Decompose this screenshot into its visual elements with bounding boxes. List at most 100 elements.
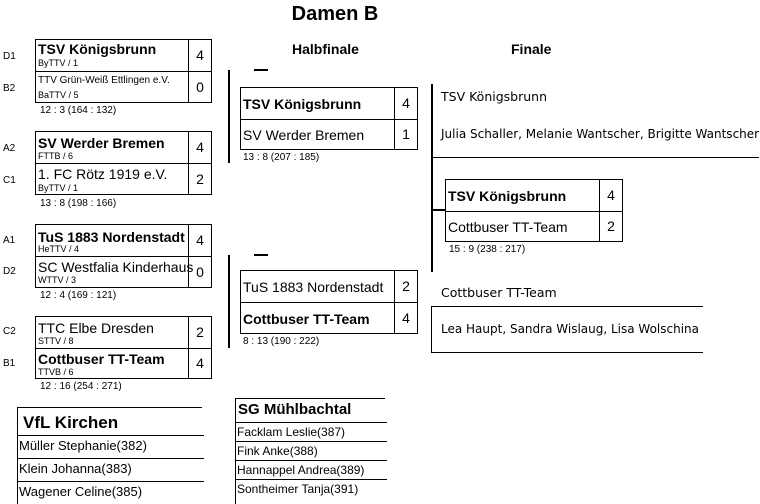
bracket-tick — [254, 254, 268, 256]
roster-table: SG Mühlbachtal Facklam Leslie(387) Fink … — [235, 398, 387, 504]
seed-label: A1 — [3, 235, 16, 246]
quarterfinal-match-1: TSV Königsbrunn ByTTV / 1 4 TTV Grün-Wei… — [35, 39, 212, 103]
team-name: TTC Elbe Dresden — [38, 320, 154, 336]
team-association: HeTTV / 4 — [38, 244, 80, 254]
page-title: Damen B — [291, 3, 379, 25]
team-row: TTV Grün-Weiß Ettlingen e.V. BaTTV / 5 0 — [36, 71, 211, 102]
team-name: TTV Grün-Weiß Ettlingen e.V. — [38, 75, 170, 86]
bracket-line — [431, 84, 433, 272]
finalist-players: Julia Schaller, Melanie Wantscher, Brigi… — [441, 127, 760, 141]
team-name: TSV Königsbrunn — [448, 188, 567, 204]
team-row: TTC Elbe Dresden STTV / 8 2 — [36, 317, 211, 348]
roster-player: Sontheimer Tanja(391) — [235, 479, 387, 499]
team-score: 4 — [188, 40, 211, 71]
quarterfinal-match-3: TuS 1883 Nordenstadt HeTTV / 4 4 SC West… — [35, 224, 212, 288]
team-score: 4 — [188, 225, 211, 256]
team-row: SC Westfalia Kinderhaus WTTV / 3 0 — [36, 256, 211, 287]
roster-player: Müller Stephanie(382) — [17, 435, 204, 456]
semifinal-match-2: TuS 1883 Nordenstadt 2 Cottbuser TT-Team… — [240, 270, 418, 334]
roster-player: Klein Johanna(383) — [17, 458, 204, 479]
finalist-divider — [431, 352, 703, 353]
team-association: BaTTV / 5 — [38, 90, 79, 100]
seed-label: C2 — [3, 326, 16, 337]
roster-left-border — [235, 398, 236, 504]
team-row: SV Werder Bremen FTTB / 6 4 — [36, 132, 211, 163]
team-score: 4 — [394, 88, 417, 119]
team-score: 1 — [394, 120, 417, 149]
roster-player: Wagener Celine(385) — [17, 481, 204, 502]
team-name: TSV Königsbrunn — [38, 41, 157, 57]
team-name: SV Werder Bremen — [243, 127, 365, 143]
seed-label: C1 — [3, 175, 16, 186]
team-name: TuS 1883 Nordenstadt — [38, 229, 185, 245]
bracket-line — [228, 255, 230, 348]
team-row: TuS 1883 Nordenstadt 2 — [241, 271, 417, 302]
team-name: Cottbuser TT-Team — [38, 351, 165, 367]
team-association: ByTTV / 1 — [38, 58, 79, 68]
team-name: Cottbuser TT-Team — [243, 311, 370, 327]
team-score: 2 — [599, 212, 622, 241]
match-result: 12 : 3 (164 : 132) — [40, 105, 117, 116]
quarterfinal-match-2: SV Werder Bremen FTTB / 6 4 1. FC Rötz 1… — [35, 131, 212, 195]
team-row: Cottbuser TT-Team 2 — [446, 211, 622, 241]
final-match: TSV Königsbrunn 4 Cottbuser TT-Team 2 — [445, 179, 623, 242]
team-score: 0 — [188, 72, 211, 102]
final-header: Finale — [511, 41, 552, 57]
roster-top-border — [235, 398, 385, 399]
match-result: 8 : 13 (190 : 222) — [243, 336, 320, 347]
seed-label: B1 — [3, 358, 16, 369]
team-row: SV Werder Bremen 1 — [241, 119, 417, 149]
seed-label: A2 — [3, 143, 16, 154]
team-row: TSV Königsbrunn ByTTV / 1 4 — [36, 40, 211, 71]
team-name: 1. FC Rötz 1919 e.V. — [38, 166, 168, 182]
team-score: 4 — [188, 349, 211, 378]
team-name: SC Westfalia Kinderhaus — [38, 259, 194, 275]
bracket-tick — [431, 209, 445, 211]
quarterfinal-match-4: TTC Elbe Dresden STTV / 8 2 Cottbuser TT… — [35, 316, 212, 379]
team-row: TuS 1883 Nordenstadt HeTTV / 4 4 — [36, 225, 211, 256]
team-association: TTVB / 6 — [38, 367, 74, 377]
team-association: FTTB / 6 — [38, 151, 74, 161]
team-association: ByTTV / 1 — [38, 183, 79, 193]
team-name: Cottbuser TT-Team — [448, 219, 568, 235]
match-result: 15 : 9 (238 : 217) — [449, 244, 526, 255]
finalist-team: TSV Königsbrunn — [441, 89, 547, 104]
roster-team-name: SG Mühlbachtal — [238, 401, 352, 418]
team-association: WTTV / 3 — [38, 275, 76, 285]
team-score: 4 — [599, 180, 622, 211]
team-score: 4 — [394, 303, 417, 333]
roster-player: Facklam Leslie(387) — [235, 422, 387, 442]
team-row: 1. FC Rötz 1919 e.V. ByTTV / 1 2 — [36, 163, 211, 194]
roster-player: Fink Anke(388) — [235, 441, 387, 461]
roster-team-name: VfL Kirchen — [23, 413, 119, 432]
team-row: TSV Königsbrunn 4 — [446, 180, 622, 211]
team-name: SV Werder Bremen — [38, 135, 165, 151]
match-result: 12 : 16 (254 : 271) — [40, 381, 122, 392]
match-result: 13 : 8 (207 : 185) — [243, 152, 320, 163]
bracket-line — [431, 306, 432, 353]
team-name: TSV Königsbrunn — [243, 96, 362, 112]
finalist-team: Cottbuser TT-Team — [441, 285, 557, 300]
seed-label: D2 — [3, 266, 16, 277]
team-row: TSV Königsbrunn 4 — [241, 88, 417, 119]
roster-left-border — [17, 407, 18, 504]
team-name: TuS 1883 Nordenstadt — [243, 279, 384, 295]
finalist-players: Lea Haupt, Sandra Wislaug, Lisa Wolschin… — [441, 322, 700, 336]
team-score: 2 — [188, 317, 211, 348]
roster-table: VfL Kirchen Müller Stephanie(382) Klein … — [17, 407, 204, 504]
team-row: Cottbuser TT-Team 4 — [241, 302, 417, 333]
roster-top-border — [17, 407, 202, 408]
team-score: 4 — [188, 132, 211, 163]
bracket-tick — [254, 69, 268, 71]
match-result: 12 : 4 (169 : 121) — [40, 290, 117, 301]
team-score: 2 — [188, 164, 211, 194]
team-score: 2 — [394, 271, 417, 302]
finalist-divider — [431, 306, 703, 307]
semifinal-header: Halbfinale — [292, 41, 359, 57]
team-row: Cottbuser TT-Team TTVB / 6 4 — [36, 348, 211, 378]
team-score: 0 — [188, 257, 211, 287]
team-association: STTV / 8 — [38, 336, 74, 346]
match-result: 13 : 8 (198 : 166) — [40, 198, 117, 209]
seed-label: B2 — [3, 83, 16, 94]
seed-label: D1 — [3, 51, 16, 62]
